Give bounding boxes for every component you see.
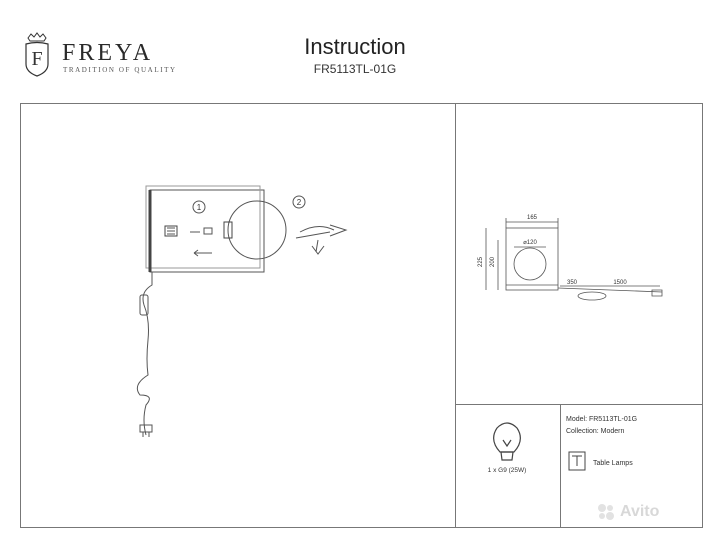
assembly-diagram [136, 185, 348, 437]
brand-name: FREYA [62, 40, 154, 66]
dim-globe: ⌀120 [523, 240, 537, 246]
cord-line [557, 287, 663, 293]
dimension-diagram [485, 218, 663, 301]
plug-icon [139, 424, 153, 437]
step-1-marker [192, 200, 206, 214]
lamp-outline [505, 227, 559, 291]
switch-outline [577, 291, 607, 301]
socket-icon [164, 225, 178, 237]
dim-total-height: 225 [478, 256, 484, 267]
power-cable [136, 272, 153, 436]
instruction-frame [20, 103, 703, 528]
step-1-label: 1 [197, 203, 202, 212]
model-code: FR5113TL-01G [313, 62, 397, 76]
plug-outline [651, 289, 663, 297]
step-2-label: 2 [297, 198, 302, 207]
info-model: Model: FR5113TL-01G [566, 416, 638, 423]
info-collection: Collection: Modern [566, 428, 625, 435]
bulb-spec: 1 x G9 (25W) [488, 467, 527, 474]
info-type: Table Lamps [593, 460, 633, 467]
rotate-arrow-icon [295, 226, 335, 255]
panel-divider-vertical [455, 103, 456, 528]
bulb-icon [203, 227, 213, 235]
panel-divider-horizontal [455, 404, 703, 405]
freya-crest-icon: F [25, 32, 49, 77]
dim-body-height: 200 [490, 256, 496, 267]
dim-plug-cable: 350 [567, 280, 578, 286]
globe-neck [223, 221, 233, 239]
dim-cord-length: 1500 [613, 280, 627, 286]
info-divider-vertical [560, 404, 561, 528]
twist-arrow-icon [329, 224, 348, 237]
bulb-type-icon [493, 422, 521, 461]
insert-arrow-icon [193, 249, 212, 257]
globe-outline [513, 247, 547, 281]
avito-dots-icon [598, 504, 614, 520]
step-2-marker [292, 195, 306, 209]
brand-tagline: TRADITION OF QUALITY [63, 66, 177, 74]
table-lamp-icon [568, 451, 586, 471]
page-title: Instruction [304, 34, 406, 59]
globe-shade [227, 200, 287, 260]
inline-switch-icon [139, 294, 149, 316]
lamp-frame-back [145, 185, 261, 269]
logo-letter: F [31, 48, 42, 70]
dim-width: 165 [527, 215, 538, 221]
watermark-text: Avito [620, 503, 660, 520]
